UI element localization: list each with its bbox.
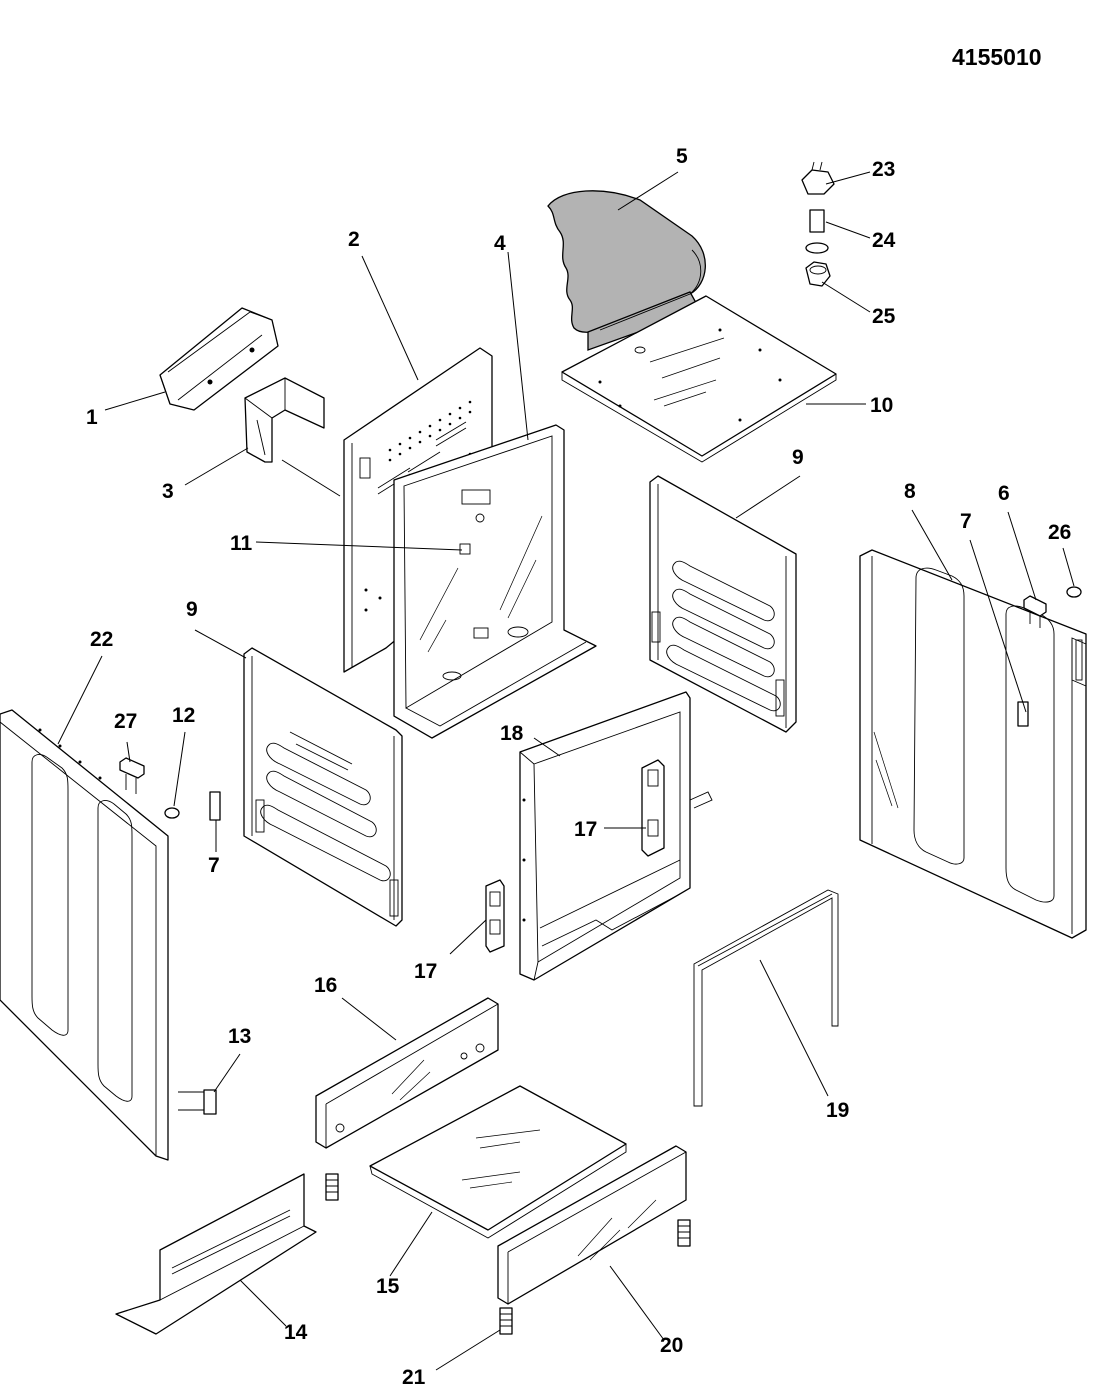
part-13-hinge <box>178 1089 217 1115</box>
part-7-latch-left <box>209 791 221 821</box>
part-27-hinge-clip <box>119 757 145 794</box>
callout-25: 25 <box>872 305 896 328</box>
part-5-insulation <box>547 190 706 351</box>
part-16-base-rail-rear <box>315 997 499 1149</box>
part-9-side-panel-left <box>243 647 403 927</box>
part-10-top-plate <box>561 295 837 463</box>
callout-22: 22 <box>90 628 113 651</box>
part-12-cap-left <box>164 807 180 819</box>
part-3-bracket <box>244 377 325 463</box>
callout-2: 2 <box>348 228 360 251</box>
part-7-latch-right <box>1017 701 1029 727</box>
part-9-side-panel-right <box>649 475 797 733</box>
part-15-bottom-plate <box>369 1085 627 1239</box>
callout-3: 3 <box>162 480 174 503</box>
part-18-front-frame <box>519 691 691 981</box>
part-1-rail <box>159 307 279 411</box>
part-19-gasket <box>693 889 839 1107</box>
callout-10: 10 <box>870 394 893 417</box>
callout-15: 15 <box>376 1275 400 1298</box>
callout-labels: 1 2 3 4 5 6 7 7 8 9 9 10 11 12 13 14 15 … <box>86 145 1071 1389</box>
part-26-cap-right <box>1066 586 1082 598</box>
callout-26: 26 <box>1048 521 1071 544</box>
part-14-kick-plate <box>115 1173 317 1335</box>
callout-9-right: 9 <box>792 446 804 469</box>
part-20-base-rail-front <box>497 1145 687 1305</box>
callout-17-right: 17 <box>574 818 597 841</box>
callout-1: 1 <box>86 406 98 429</box>
callout-8: 8 <box>904 480 916 503</box>
callout-21: 21 <box>402 1366 426 1389</box>
callout-5: 5 <box>676 145 688 168</box>
callout-11: 11 <box>230 532 253 555</box>
callout-16: 16 <box>314 974 337 997</box>
part-6-hinge-clip <box>1023 595 1047 628</box>
part-21-foot-rear <box>325 1173 339 1201</box>
callout-13: 13 <box>228 1025 251 1048</box>
callout-14: 14 <box>284 1321 308 1344</box>
callout-12: 12 <box>172 704 195 727</box>
part-24-spindle <box>805 209 829 254</box>
callout-6: 6 <box>998 482 1010 505</box>
part-8-side-outer-right <box>859 549 1087 939</box>
callout-7-right: 7 <box>960 510 972 533</box>
callout-20: 20 <box>660 1334 683 1357</box>
part-4-back-frame <box>393 424 597 739</box>
callout-24: 24 <box>872 229 896 252</box>
part-17-bracket-right <box>641 759 713 857</box>
part-23-knob-base <box>801 161 835 195</box>
callout-4: 4 <box>494 232 506 255</box>
leader-lines <box>57 171 1075 1371</box>
part-25-nut <box>805 261 831 287</box>
callout-18: 18 <box>500 722 524 745</box>
callout-7-left: 7 <box>208 854 220 877</box>
callout-23: 23 <box>872 158 895 181</box>
callout-27: 27 <box>114 710 137 733</box>
callout-9-left: 9 <box>186 598 198 621</box>
part-17-bracket-left <box>485 879 505 953</box>
part-22-side-outer-left <box>0 709 169 1161</box>
document-number: 4155010 <box>952 44 1042 70</box>
part-21-foot-front <box>499 1219 691 1335</box>
callout-17-left: 17 <box>414 960 437 983</box>
callout-19: 19 <box>826 1099 849 1122</box>
